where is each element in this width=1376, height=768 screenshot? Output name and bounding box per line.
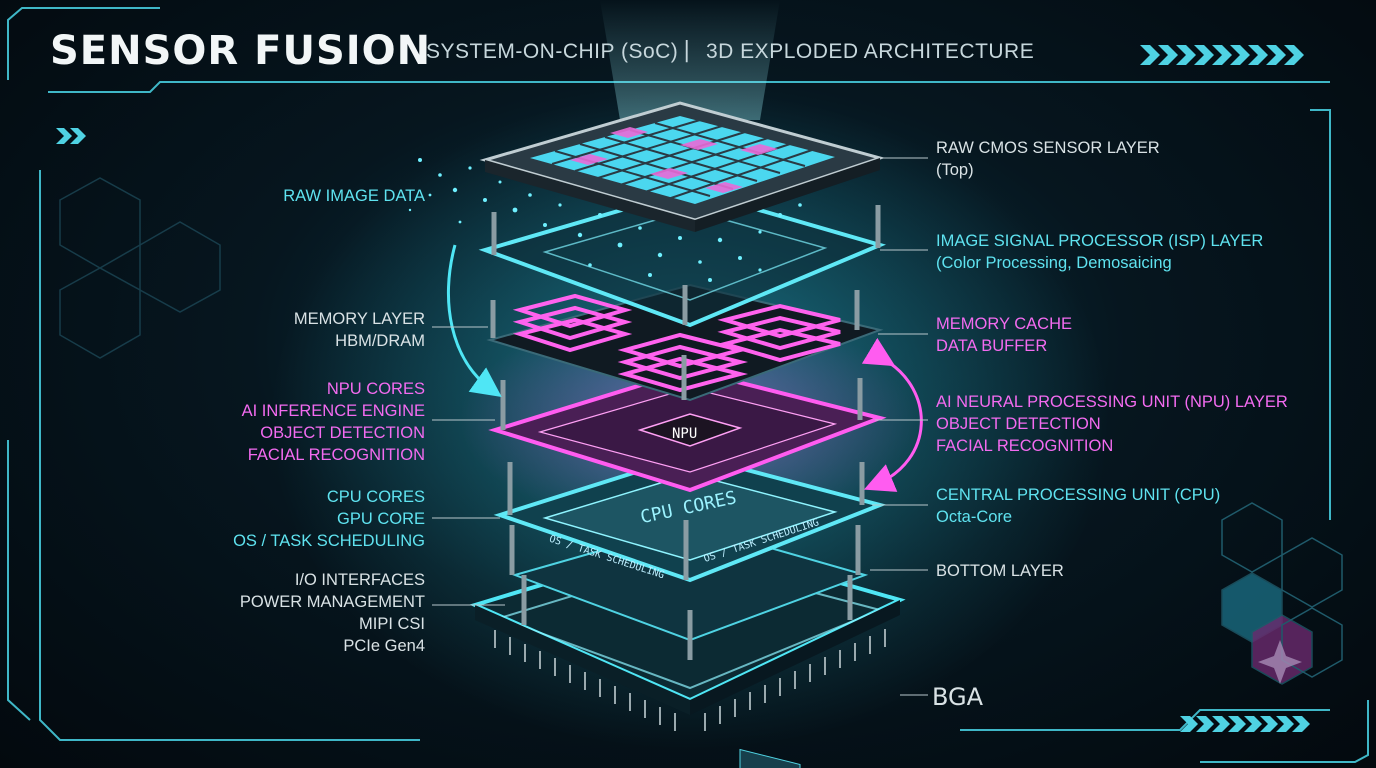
hex-pattern-left xyxy=(59,177,221,359)
npu-cpu-loop-arrow xyxy=(861,337,923,492)
label-isp-layer: IMAGE SIGNAL PROCESSOR (ISP) LAYER (Colo… xyxy=(936,232,1264,272)
label-cpu-cores: CPU CORES GPU CORE OS / TASK SCHEDULING xyxy=(233,488,425,550)
label-npu-layer: AI NEURAL PROCESSING UNIT (NPU) LAYER OB… xyxy=(936,393,1288,455)
leader-lines xyxy=(432,157,928,696)
subtitle-architecture: 3D EXPLODED ARCHITECTURE xyxy=(706,40,1035,63)
memory-layer xyxy=(486,283,884,402)
label-raw-cmos-sensor: RAW CMOS SENSOR LAYER (Top) xyxy=(936,139,1160,179)
label-raw-image-data: RAW IMAGE DATA xyxy=(283,187,425,205)
data-particles xyxy=(408,158,802,282)
label-io-interfaces: I/O INTERFACES POWER MANAGEMENT MIPI CSI… xyxy=(239,571,425,655)
star-icon xyxy=(1258,640,1302,684)
label-memory-cache: MEMORY CACHE DATA BUFFER xyxy=(936,315,1072,355)
subtitle-separator: | xyxy=(683,38,691,63)
support-pillars xyxy=(490,205,881,660)
page-title: SENSOR FUSION xyxy=(50,28,432,74)
npu-chip-text: NPU xyxy=(672,426,697,442)
label-cpu-unit: CENTRAL PROCESSING UNIT (CPU) Octa-Core xyxy=(936,486,1221,526)
label-bottom-layer: BOTTOM LAYER xyxy=(936,562,1064,580)
cmos-sensor-layer xyxy=(479,101,886,232)
label-memory-layer: MEMORY LAYER HBM/DRAM xyxy=(293,310,425,350)
chevron-decoration xyxy=(56,45,1310,732)
label-npu-cores: NPU CORES AI INFERENCE ENGINE OBJECT DET… xyxy=(241,380,425,464)
subtitle-soc: SYSTEM-ON-CHIP (SoC) xyxy=(426,40,679,63)
label-bga: BGA xyxy=(932,683,984,711)
